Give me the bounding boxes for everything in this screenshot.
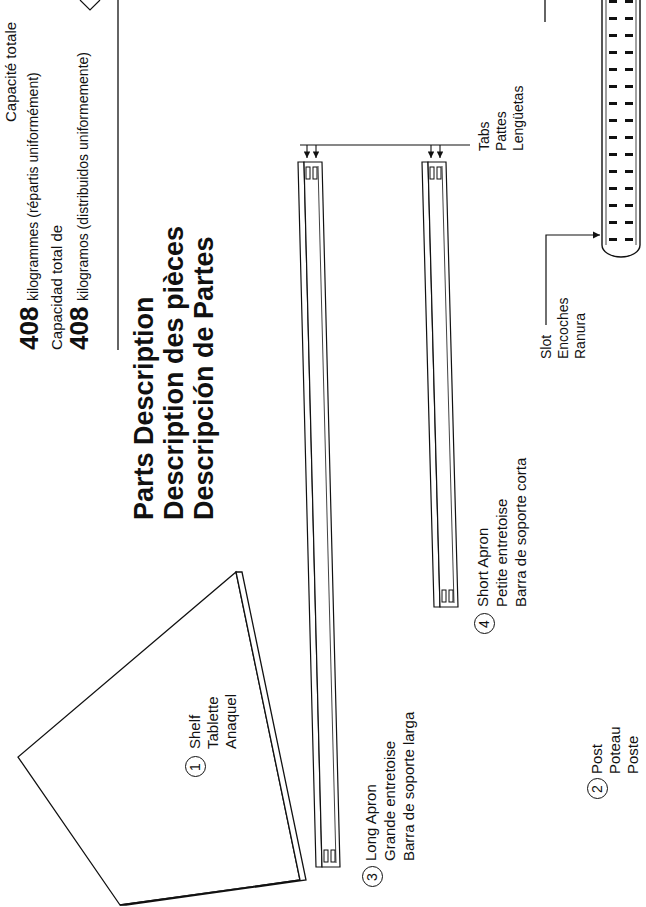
callout-label: Pattes: [493, 111, 510, 151]
tabs-arrow: [315, 145, 316, 158]
callout-number-text: 1: [188, 763, 202, 771]
tabs-arrow: [430, 145, 431, 158]
callout-number: 1: [185, 757, 206, 778]
long-apron-flange: [318, 166, 336, 863]
short-apron-flange: [442, 166, 454, 603]
shelf-edge: [120, 572, 306, 905]
tabs-arrow: [306, 145, 307, 158]
tab-drawing: [324, 850, 328, 862]
tab-drawing: [437, 167, 441, 179]
capacity-text: kilogrammes (répartis uniformément): [25, 72, 42, 301]
post-slots: [602, 0, 640, 245]
part-name: Long Apron: [362, 784, 380, 861]
section-heading: Description des pièces: [158, 226, 190, 520]
callout-label: Encoches: [555, 298, 572, 359]
capacity-number: 408: [14, 307, 45, 350]
short-apron-drawing: [428, 162, 458, 607]
part-name: Grande entretoise: [381, 741, 399, 861]
tab-drawing: [442, 590, 446, 602]
part-name: Barra de soporte corta: [512, 458, 530, 607]
tab-drawing: [313, 167, 317, 179]
shelf-drawing: [18, 572, 300, 905]
tabs-arrow: [439, 145, 440, 158]
callout-label: Tabs: [476, 121, 493, 151]
tab-drawing: [449, 590, 453, 602]
part-name: Shelf: [186, 715, 204, 749]
capacity-text: Capacidad total de: [48, 225, 66, 350]
capacity-text: kilogramos (distribuidos uniformemente): [75, 52, 92, 301]
callout-number-text: 4: [477, 620, 491, 628]
part-name: Petite entretoise: [493, 499, 511, 607]
separator-rule: [117, 0, 118, 350]
callout-number-text: 2: [590, 785, 604, 793]
callout-number: 4: [474, 614, 495, 635]
part-name: Tablette: [204, 696, 222, 749]
callout-label: Ranura: [572, 313, 589, 359]
tab-drawing: [430, 167, 434, 179]
tab-drawing: [331, 850, 335, 862]
part-name: Anaquel: [222, 694, 240, 749]
part-name: Poste: [624, 736, 642, 774]
tabs-leader: [300, 144, 470, 145]
callout-number-text: 3: [365, 873, 379, 881]
section-heading: Descripción de Partes: [188, 236, 220, 520]
part-name: Post: [588, 744, 606, 774]
callout-label: Lengüetas: [510, 86, 527, 151]
section-heading: Parts Description: [128, 296, 160, 520]
capacity-text: Capacité totale: [2, 22, 20, 122]
tab-drawing: [306, 167, 310, 179]
column-rule: [544, 0, 545, 22]
part-name: Short Apron: [474, 528, 492, 607]
callout-number: 3: [362, 867, 383, 888]
weight-symbol: [80, 0, 100, 10]
part-name: Poteau: [606, 726, 624, 774]
long-apron-drawing: [304, 162, 340, 867]
part-name: Barra de soporte larga: [400, 712, 418, 861]
callout-number: 2: [587, 779, 608, 800]
post-drawing: [602, 0, 640, 257]
slot-leader: [546, 235, 600, 325]
callout-label: Slot: [538, 335, 555, 359]
capacity-number: 408: [64, 307, 95, 350]
